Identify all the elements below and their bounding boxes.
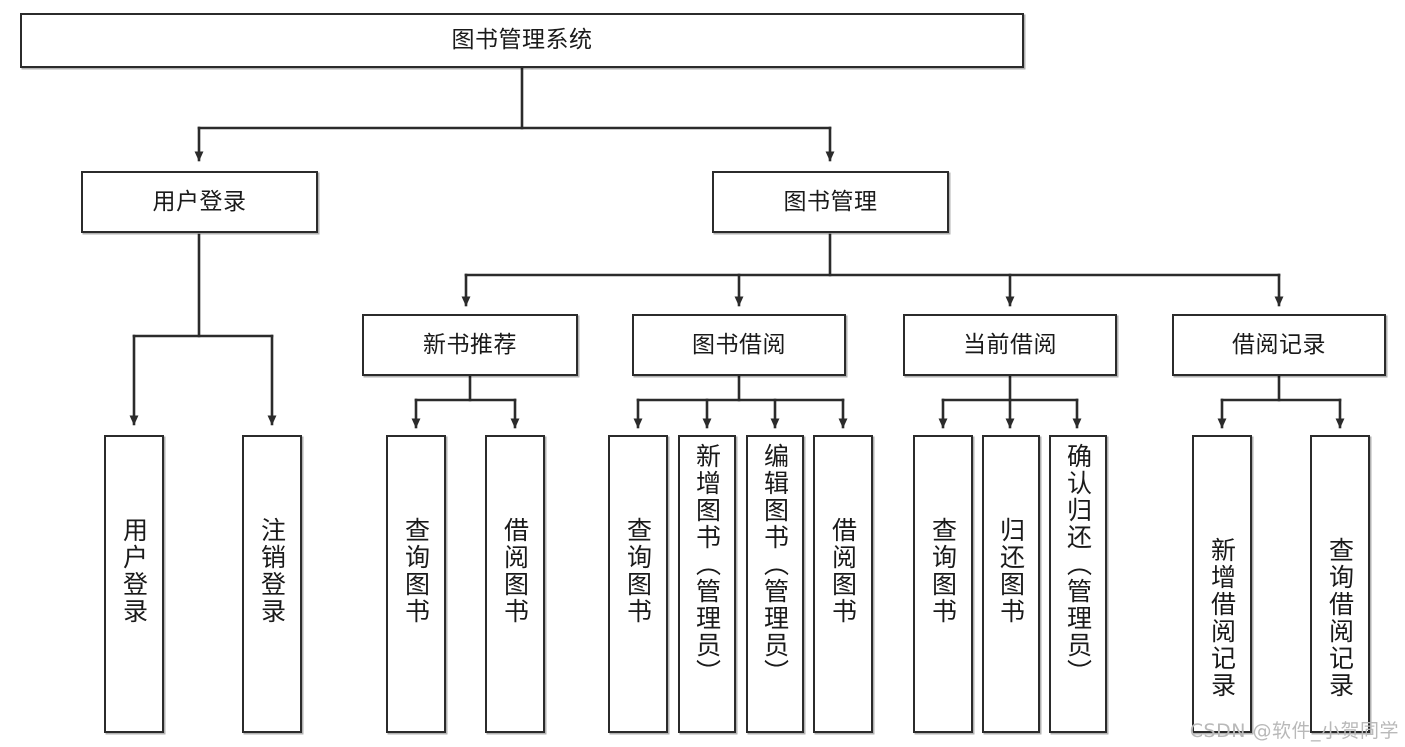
node-label: 编辑图书（管理员） bbox=[760, 443, 790, 686]
node-label: 归还图书 bbox=[996, 517, 1026, 625]
node-label: 新增借阅记录 bbox=[1207, 537, 1237, 699]
node-new-book-recommend[interactable]: 新书推荐 bbox=[362, 314, 578, 376]
node-label: 查询图书 bbox=[623, 517, 653, 625]
node-user-login[interactable]: 用户登录 bbox=[81, 171, 318, 233]
node-label: 用户登录 bbox=[119, 517, 149, 625]
node-label: 注销登录 bbox=[257, 517, 287, 625]
node-label: 新增图书（管理员） bbox=[692, 443, 722, 686]
leaf-borrow-record-query-record[interactable]: 查询借阅记录 bbox=[1310, 435, 1370, 733]
leaf-current-borrow-query-book[interactable]: 查询图书 bbox=[913, 435, 973, 733]
leaf-book-borrow-query-book[interactable]: 查询图书 bbox=[608, 435, 668, 733]
leaf-book-borrow-add-book-admin[interactable]: 新增图书（管理员） bbox=[678, 435, 736, 733]
node-label: 查询图书 bbox=[401, 517, 431, 625]
node-label: 借阅图书 bbox=[828, 517, 858, 625]
leaf-borrow-record-add-record[interactable]: 新增借阅记录 bbox=[1192, 435, 1252, 733]
leaf-current-borrow-confirm-return-admin[interactable]: 确认归还（管理员） bbox=[1049, 435, 1107, 733]
node-label: 用户登录 bbox=[152, 188, 247, 215]
leaf-book-borrow-borrow-book[interactable]: 借阅图书 bbox=[813, 435, 873, 733]
node-label: 图书借阅 bbox=[692, 331, 786, 358]
leaf-user-login-signin[interactable]: 用户登录 bbox=[104, 435, 164, 733]
node-label: 当前借阅 bbox=[963, 331, 1057, 358]
leaf-new-book-borrow-book[interactable]: 借阅图书 bbox=[485, 435, 545, 733]
node-label: 图书管理 bbox=[783, 188, 878, 215]
leaf-book-borrow-edit-book-admin[interactable]: 编辑图书（管理员） bbox=[746, 435, 804, 733]
node-borrow-record[interactable]: 借阅记录 bbox=[1172, 314, 1386, 376]
leaf-new-book-query-book[interactable]: 查询图书 bbox=[386, 435, 446, 733]
node-label: 查询图书 bbox=[928, 517, 958, 625]
csdn-watermark: CSDN @软件_小贺同学 bbox=[1189, 720, 1399, 742]
leaf-user-login-signout[interactable]: 注销登录 bbox=[242, 435, 302, 733]
node-book-borrow[interactable]: 图书借阅 bbox=[632, 314, 846, 376]
node-label: 借阅图书 bbox=[500, 517, 530, 625]
node-book-management[interactable]: 图书管理 bbox=[712, 171, 949, 233]
node-current-borrow[interactable]: 当前借阅 bbox=[903, 314, 1117, 376]
node-label: 确认归还（管理员） bbox=[1063, 443, 1093, 686]
node-label: 查询借阅记录 bbox=[1325, 537, 1355, 699]
node-label: 新书推荐 bbox=[423, 331, 517, 358]
node-root-system[interactable]: 图书管理系统 bbox=[20, 13, 1024, 68]
node-label: 图书管理系统 bbox=[451, 27, 593, 54]
leaf-current-borrow-return-book[interactable]: 归还图书 bbox=[982, 435, 1040, 733]
node-label: 借阅记录 bbox=[1232, 331, 1326, 358]
